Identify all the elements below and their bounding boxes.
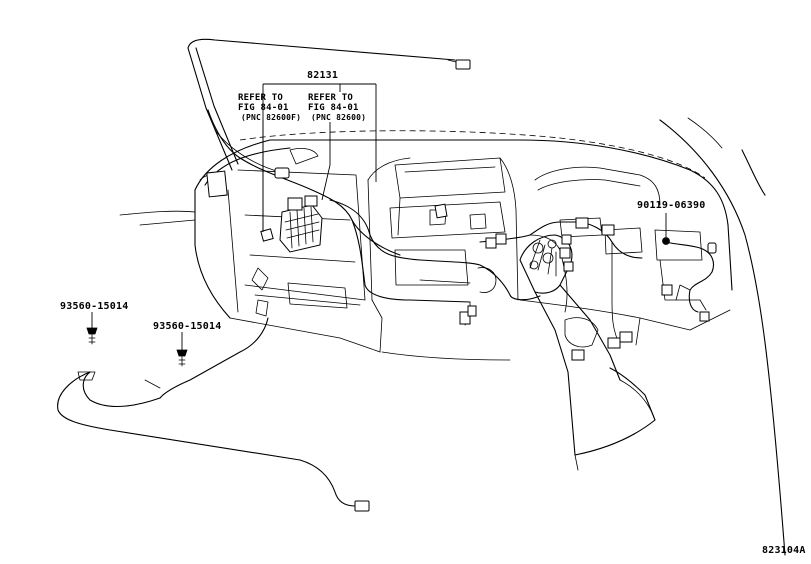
part-number-93560-15014-a: 93560-15014	[60, 301, 129, 312]
clip-93560-15014-b	[176, 332, 188, 367]
part-number-90119-06390: 90119-06390	[637, 200, 706, 211]
instrument-panel	[119, 130, 733, 361]
windshield-pillar	[187, 38, 471, 171]
refer-right-line3: (PNC 82600)	[311, 113, 367, 122]
meter-hood	[519, 166, 731, 346]
refer-left-line2: FIG 84-01	[238, 103, 289, 113]
part-number-93560-15014-b: 93560-15014	[153, 321, 222, 332]
lower-panel	[251, 148, 348, 317]
connectors	[260, 167, 717, 361]
figure-code: 823104A	[762, 545, 806, 556]
body-edge	[659, 117, 786, 556]
part-number-82131: 82131	[307, 70, 339, 81]
refer-right-line2: FIG 84-01	[308, 103, 359, 113]
refer-right-line1: REFER TO	[308, 93, 353, 103]
steering-column	[519, 234, 656, 471]
clip-93560-15014-a	[86, 312, 98, 345]
refer-left-line3: (PNC 82600F)	[241, 113, 302, 122]
refer-left-line1: REFER TO	[238, 93, 283, 103]
leader-lines	[262, 83, 377, 232]
cord-assembly	[57, 317, 370, 512]
center-cluster	[367, 157, 519, 301]
clip-90119-06390	[662, 213, 670, 245]
junction-block	[279, 195, 323, 253]
